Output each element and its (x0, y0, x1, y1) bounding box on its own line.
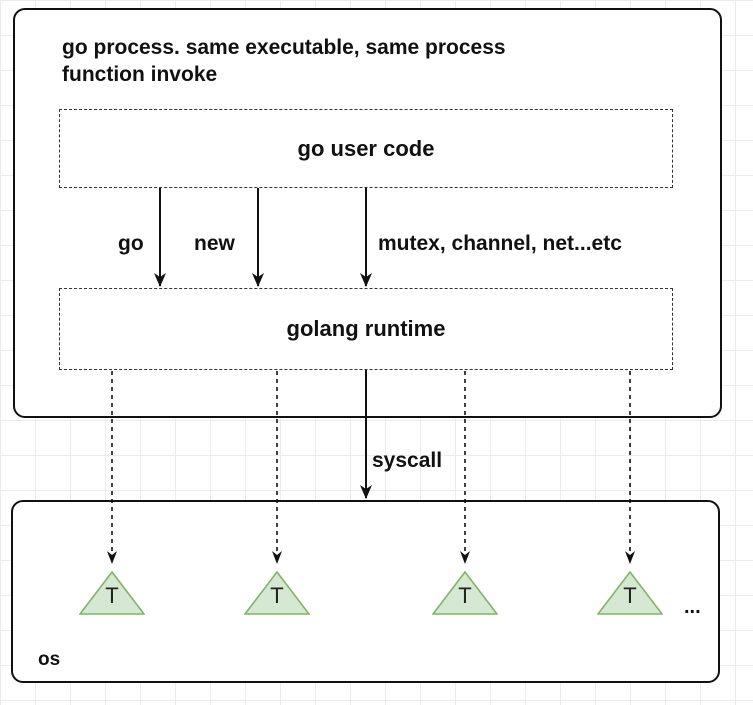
os-container (11, 500, 720, 683)
process-title-line-2: function invoke (62, 63, 218, 86)
more-threads-ellipsis: ... (684, 596, 701, 618)
arrow-label-syscall: syscall (372, 449, 443, 472)
thread-label-1: T (105, 583, 119, 608)
arrow-label-new: new (194, 232, 235, 255)
thread-triangle-2: T (244, 571, 310, 615)
thread-label-3: T (458, 583, 472, 608)
thread-triangle-3: T (432, 571, 498, 615)
process-title: go process. same executable, same proces… (62, 34, 506, 88)
arrow-syscall-head (360, 485, 372, 499)
go-user-code-label: go user code (297, 135, 435, 161)
thread-label-4: T (623, 583, 637, 608)
go-user-code-box: go user code (59, 109, 673, 188)
arrow-label-go: go (118, 232, 144, 255)
golang-runtime-label: golang runtime (286, 316, 446, 341)
thread-triangle-4: T (597, 571, 663, 615)
process-title-line-1: go process. same executable, same proces… (62, 36, 506, 59)
thread-label-2: T (270, 583, 284, 608)
os-label: os (38, 649, 61, 670)
golang-runtime-box: golang runtime (59, 288, 673, 370)
arrow-label-mutex: mutex, channel, net...etc (378, 232, 622, 255)
thread-triangle-1: T (79, 571, 145, 615)
